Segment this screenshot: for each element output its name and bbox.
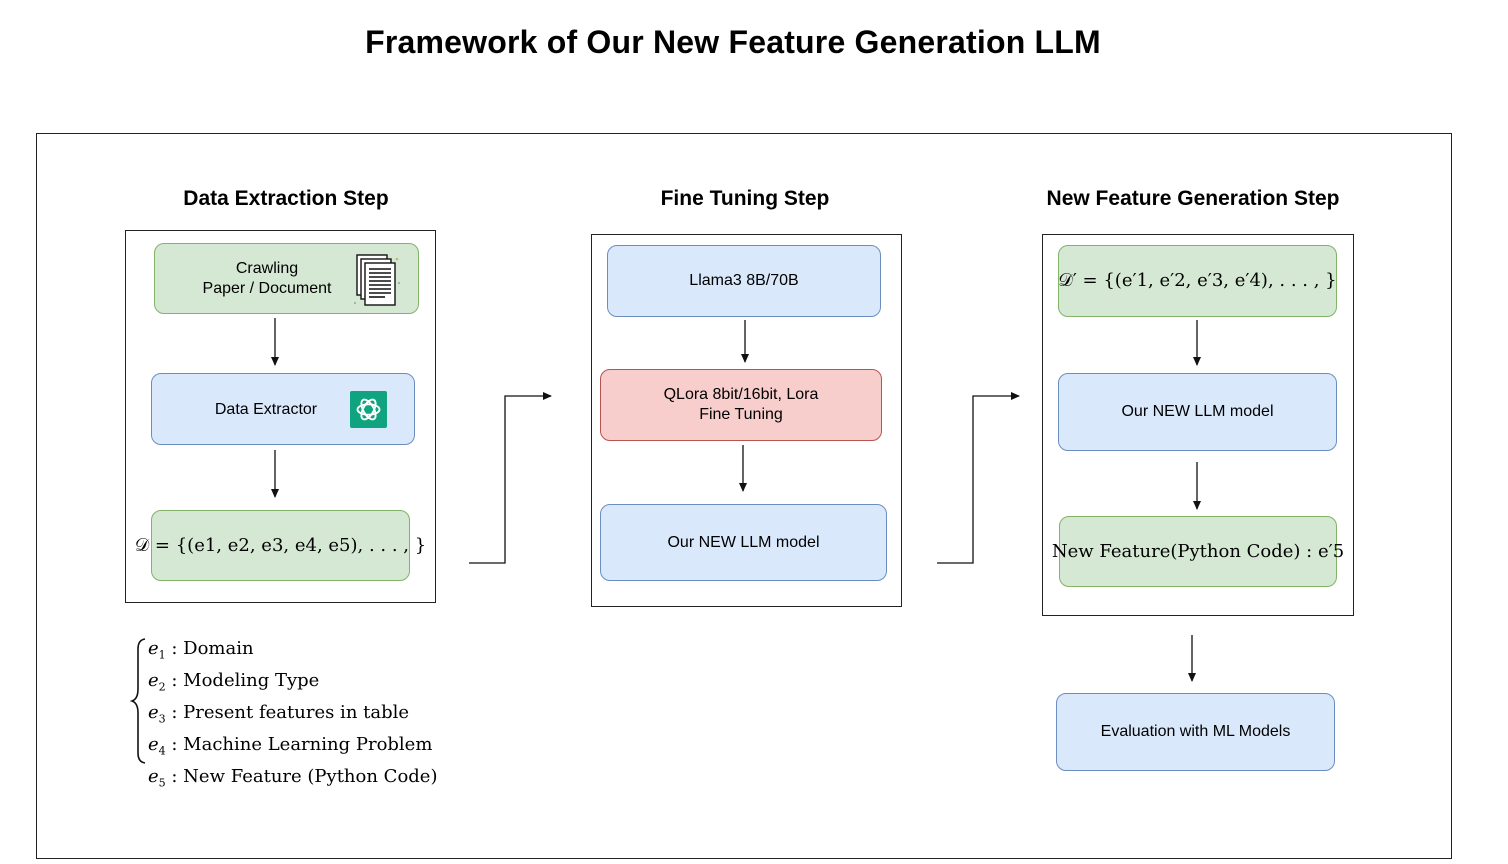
document-stack-icon [353, 254, 401, 306]
chatgpt-logo-icon [350, 391, 387, 428]
finetune-method-label: QLora 8bit/16bit, Lora [663, 386, 819, 403]
new-llm-model-label: Our NEW LLM model [1121, 403, 1274, 420]
legend-index: 4 [158, 744, 166, 758]
legend-index: 3 [158, 712, 166, 726]
new-llm-model-node: Our NEW LLM model [1058, 373, 1337, 451]
legend-text: : Present features in table [165, 701, 410, 723]
data-extractor-label: Data Extractor [214, 401, 318, 418]
diagram-frame [36, 133, 1452, 859]
finetuned-model-label: Our NEW LLM model [667, 533, 820, 551]
legend-item-e2: e2 : Modeling Type [148, 668, 437, 700]
finetune-method-node: QLora 8bit/16bit, Lora Fine Tuning [600, 369, 882, 441]
legend: e1 : Domain e2 : Modeling Type e3 : Pres… [148, 636, 437, 795]
legend-index: 1 [158, 648, 166, 662]
input-formula-node: 𝒟′ = {(e′1, e′2, e′3, e′4), . . . , } [1058, 245, 1337, 317]
input-formula: 𝒟′ = {(e′1, e′2, e′3, e′4), . . . , } [1058, 270, 1337, 291]
legend-text: : New Feature (Python Code) [165, 765, 438, 787]
legend-text: : Machine Learning Problem [165, 733, 433, 755]
dataset-formula: 𝒟 = {(e1, e2, e3, e4, e5), . . . , } [134, 534, 427, 556]
legend-item-e3: e3 : Present features in table [148, 700, 437, 732]
crawling-sublabel: Paper / Document [202, 280, 332, 297]
data-extractor-node: Data Extractor [151, 373, 415, 445]
generation-step-frame [1042, 234, 1354, 616]
legend-text: : Modeling Type [165, 669, 320, 691]
step-title-finetune: Fine Tuning Step [660, 187, 830, 210]
legend-index: 2 [158, 680, 166, 694]
output-formula: New Feature(Python Code) : e′5 [1051, 540, 1345, 562]
finetuned-model-node: Our NEW LLM model [600, 504, 887, 581]
extraction-step-frame [125, 230, 436, 603]
legend-symbol: e [148, 765, 159, 787]
legend-brace [130, 638, 146, 764]
output-formula-node: New Feature(Python Code) : e′5 [1052, 516, 1344, 587]
crawling-node: Crawling Paper / Document [154, 243, 419, 314]
legend-item-e5: e5 : New Feature (Python Code) [148, 764, 437, 796]
legend-symbol: e [148, 669, 159, 691]
legend-text: : Domain [165, 638, 254, 659]
dataset-formula-node: 𝒟 = {(e1, e2, e3, e4, e5), . . . , } [135, 510, 426, 581]
legend-symbol: e [148, 701, 159, 723]
evaluation-node: Evaluation with ML Models [1056, 693, 1335, 771]
evaluation-label: Evaluation with ML Models [1100, 723, 1291, 740]
base-model-node: Llama3 8B/70B [607, 245, 881, 317]
crawling-label: Crawling [235, 260, 299, 277]
legend-index: 5 [158, 776, 166, 790]
legend-item-e1: e1 : Domain [148, 636, 437, 668]
finetune-method-sublabel: Fine Tuning [699, 406, 783, 423]
legend-item-e4: e4 : Machine Learning Problem [148, 732, 437, 764]
page-title: Framework of Our New Feature Generation … [365, 24, 1101, 60]
base-model-label: Llama3 8B/70B [689, 272, 799, 289]
connector-finetune-to-generation [937, 392, 1020, 564]
finetune-step-frame [591, 234, 902, 607]
step-title-extraction: Data Extraction Step [183, 187, 389, 210]
legend-symbol: e [148, 733, 159, 755]
step-title-generation: New Feature Generation Step [1046, 187, 1340, 210]
connector-extraction-to-finetune [469, 392, 552, 564]
legend-symbol: e [148, 638, 159, 659]
